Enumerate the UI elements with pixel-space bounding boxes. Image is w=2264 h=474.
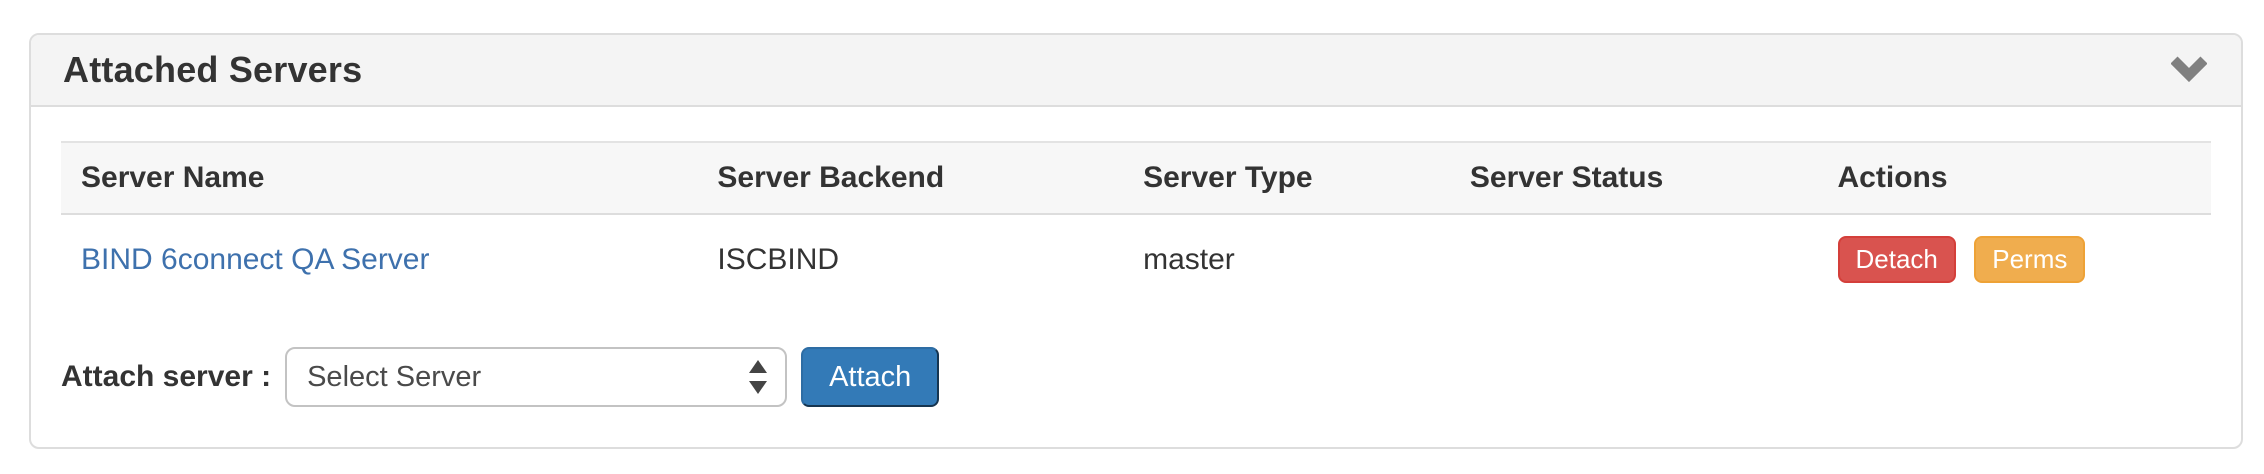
panel-body: Server Name Server Backend Server Type S…	[31, 107, 2241, 447]
attached-servers-panel: Attached Servers Server Name Server Back…	[29, 33, 2243, 449]
column-header-server-name: Server Name	[61, 141, 698, 215]
servers-table: Server Name Server Backend Server Type S…	[61, 141, 2211, 304]
servers-table-head: Server Name Server Backend Server Type S…	[61, 141, 2211, 215]
server-name-cell: BIND 6connect QA Server	[61, 214, 698, 304]
server-type-cell: master	[1123, 214, 1450, 304]
server-select-wrapper: Select Server	[285, 347, 788, 407]
server-backend-cell: ISCBIND	[697, 214, 1124, 304]
panel-title: Attached Servers	[63, 49, 363, 90]
panel-header: Attached Servers	[31, 35, 2241, 107]
column-header-server-type: Server Type	[1123, 141, 1450, 215]
column-header-server-backend: Server Backend	[697, 141, 1124, 215]
column-header-server-status: Server Status	[1449, 141, 1818, 215]
header-row: Server Name Server Backend Server Type S…	[61, 141, 2211, 215]
attach-server-row: Attach server : Select Server Attach	[61, 347, 2211, 407]
collapse-toggle-button[interactable]	[2169, 50, 2209, 90]
servers-table-body: BIND 6connect QA Server ISCBIND master D…	[61, 214, 2211, 304]
attach-server-label: Attach server :	[61, 360, 272, 393]
server-name-link[interactable]: BIND 6connect QA Server	[81, 242, 430, 276]
server-status-cell	[1449, 214, 1818, 304]
chevron-down-icon	[2170, 55, 2208, 85]
column-header-actions: Actions	[1817, 141, 2211, 215]
detach-button[interactable]: Detach	[1837, 236, 1956, 283]
perms-button[interactable]: Perms	[1974, 236, 2086, 283]
attach-button[interactable]: Attach	[801, 347, 940, 407]
actions-cell: Detach Perms	[1817, 214, 2211, 304]
table-row: BIND 6connect QA Server ISCBIND master D…	[61, 214, 2211, 304]
server-select[interactable]: Select Server	[285, 347, 788, 407]
